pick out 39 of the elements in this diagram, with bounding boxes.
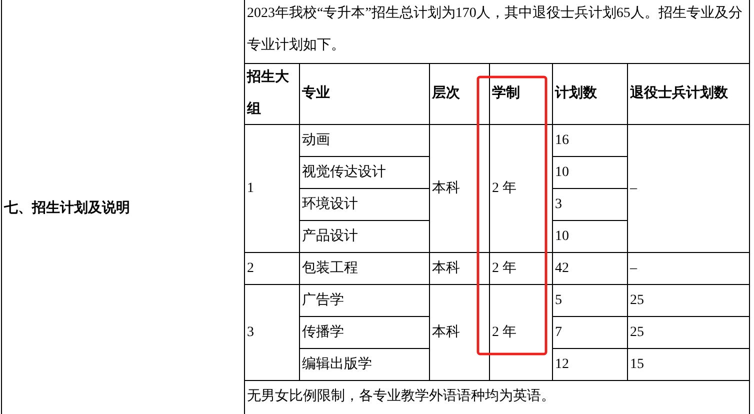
plan-count: 42 xyxy=(555,260,569,278)
group-number: 3 xyxy=(247,324,254,342)
degree-level: 本科 xyxy=(432,260,460,278)
degree-level: 本科 xyxy=(432,180,460,198)
veteran-count: 25 xyxy=(630,292,644,310)
plan-count: 12 xyxy=(555,356,569,374)
intro-text: 2023年我校“专升本”招生总计划为170人，其中退役士兵计划65人。招生专业及分专业计划如下。 xyxy=(247,4,744,55)
major-name: 动画 xyxy=(302,132,330,150)
column-header: 退役士兵计划数 xyxy=(630,84,728,103)
degree-level: 本科 xyxy=(432,324,460,342)
veteran-count: – xyxy=(630,260,637,278)
major-name: 环境设计 xyxy=(302,195,358,214)
plan-count: 3 xyxy=(555,196,562,214)
plan-count: 16 xyxy=(555,132,569,150)
major-name: 包装工程 xyxy=(302,260,358,278)
column-header: 层次 xyxy=(432,84,460,103)
note-text: 无男女比例限制，各专业教学外语语种均为英语。 xyxy=(247,388,555,406)
plan-count: 7 xyxy=(555,324,562,342)
major-name: 视觉传达设计 xyxy=(302,164,386,182)
plan-count: 5 xyxy=(555,292,562,310)
group-number: 1 xyxy=(247,180,254,198)
study-duration: 2 年 xyxy=(492,180,516,198)
column-header: 招生大组 xyxy=(247,68,290,119)
veteran-count: 25 xyxy=(630,324,644,342)
plan-count: 10 xyxy=(555,228,569,246)
major-name: 传播学 xyxy=(302,324,344,342)
plan-count: 10 xyxy=(555,164,569,182)
major-name: 广告学 xyxy=(302,291,344,310)
group-number: 2 xyxy=(247,260,254,278)
study-duration: 2 年 xyxy=(492,260,516,278)
major-name: 产品设计 xyxy=(302,227,358,246)
column-header: 专业 xyxy=(302,84,330,103)
study-duration: 2 年 xyxy=(492,324,516,342)
veteran-count: 15 xyxy=(630,356,644,374)
major-name: 编辑出版学 xyxy=(302,356,372,374)
column-header: 计划数 xyxy=(555,84,597,103)
section-heading: 七、招生计划及说明 xyxy=(4,199,130,218)
veteran-count: – xyxy=(630,180,637,198)
column-header: 学制 xyxy=(492,84,520,103)
